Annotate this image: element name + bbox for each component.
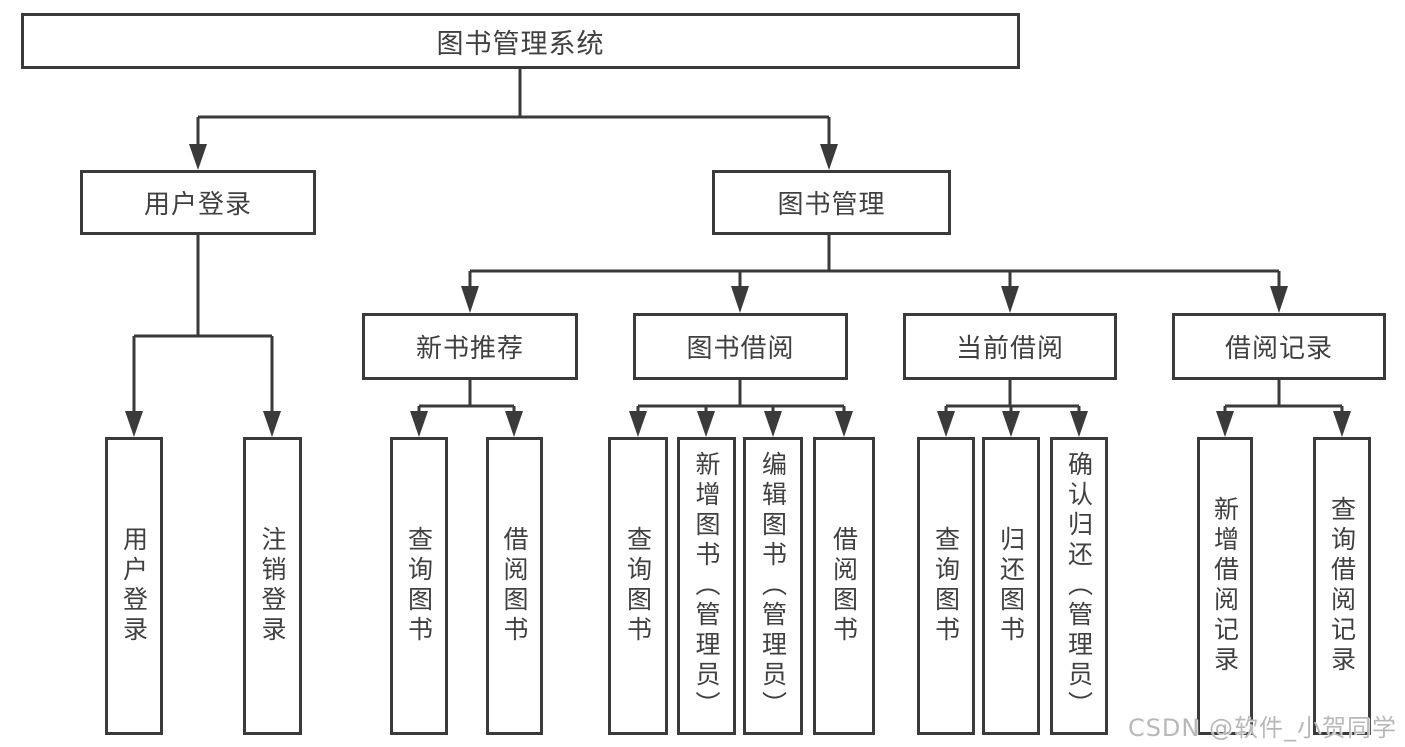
node-book-borrow: 图书借阅 <box>633 313 848 380</box>
leaf-query-borrow-record: 查询借阅记录 <box>1313 437 1371 735</box>
leaf-query-books-current-label: 查询图书 <box>931 526 961 646</box>
leaf-borrow-books-recommend: 借阅图书 <box>486 437 543 735</box>
node-book-management: 图书管理 <box>712 170 951 235</box>
leaf-query-borrow-record-label: 查询借阅记录 <box>1327 496 1357 676</box>
leaf-logout: 注销登录 <box>243 437 302 735</box>
node-new-book-recommend: 新书推荐 <box>362 313 578 380</box>
node-borrow-records: 借阅记录 <box>1172 313 1386 380</box>
leaf-borrow-books-recommend-label: 借阅图书 <box>500 526 529 646</box>
leaf-query-books-borrow: 查询图书 <box>608 437 668 735</box>
leaf-user-login-label: 用户登录 <box>119 526 149 646</box>
leaf-return-book-label: 归还图书 <box>996 526 1026 646</box>
leaf-add-borrow-record: 新增借阅记录 <box>1197 437 1253 735</box>
leaf-add-book-admin: 新增图书（管理员） <box>677 437 736 735</box>
leaf-return-book: 归还图书 <box>982 437 1040 735</box>
leaf-query-books-recommend: 查询图书 <box>390 437 448 735</box>
leaf-query-books-current: 查询图书 <box>917 437 975 735</box>
leaf-confirm-return-admin-label: 确认归还（管理员） <box>1064 451 1094 721</box>
csdn-watermark: CSDN @软件_小贺同学 <box>1127 714 1397 742</box>
leaf-query-books-recommend-label: 查询图书 <box>404 526 434 646</box>
node-root-system: 图书管理系统 <box>21 13 1020 69</box>
leaf-add-borrow-record-label: 新增借阅记录 <box>1210 496 1240 676</box>
leaf-borrow-books-label: 借阅图书 <box>829 526 859 646</box>
leaf-borrow-books: 借阅图书 <box>813 437 875 735</box>
leaf-edit-book-admin-label: 编辑图书（管理员） <box>758 451 788 721</box>
leaf-query-books-borrow-label: 查询图书 <box>623 526 653 646</box>
node-user-login: 用户登录 <box>80 170 316 235</box>
node-current-borrow: 当前借阅 <box>903 313 1117 380</box>
leaf-user-login: 用户登录 <box>105 437 163 735</box>
leaf-edit-book-admin: 编辑图书（管理员） <box>743 437 803 735</box>
leaf-confirm-return-admin: 确认归还（管理员） <box>1050 437 1108 735</box>
leaf-logout-label: 注销登录 <box>258 526 287 646</box>
leaf-add-book-admin-label: 新增图书（管理员） <box>692 451 721 721</box>
